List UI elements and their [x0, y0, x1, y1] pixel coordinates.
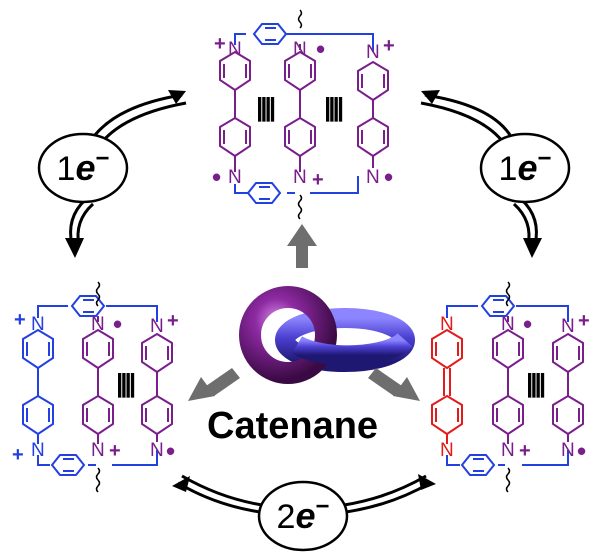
- charge-plus: +: [519, 440, 531, 462]
- stacking-symbol: ||||: [116, 368, 135, 398]
- atom-n: N: [150, 316, 164, 337]
- atom-n: N: [561, 316, 575, 337]
- gray-arrows: [188, 224, 420, 401]
- atom-n: N: [293, 39, 307, 60]
- stacking-symbol: ||||: [526, 368, 545, 398]
- radical-dot: •: [523, 309, 532, 339]
- radical-dot: •: [316, 34, 325, 64]
- charge-plus: +: [312, 169, 324, 191]
- top-catenane-structure: N + N • N + N • N + N • |||| ||||: [212, 9, 395, 220]
- redox-arrows: [65, 90, 542, 514]
- step-top-left: 1e−: [37, 132, 129, 204]
- charge-plus: +: [14, 309, 26, 331]
- stacking-symbol: ||||: [324, 92, 343, 122]
- atom-n: N: [440, 314, 454, 335]
- radical-dot: •: [384, 162, 393, 192]
- charge-plus: +: [578, 310, 590, 332]
- electron-label: 1e−: [499, 145, 552, 188]
- charge-plus: +: [383, 35, 395, 57]
- atom-n: N: [501, 440, 515, 461]
- radical-dot: •: [166, 436, 175, 466]
- charge-plus: +: [12, 444, 24, 466]
- atom-n: N: [228, 39, 242, 60]
- radical-dot: •: [577, 436, 586, 466]
- right-catenane-structure: N N N • N + N + N • ||||: [431, 281, 590, 493]
- electron-label: 2e−: [277, 493, 330, 536]
- radical-dot: •: [113, 309, 122, 339]
- atom-n: N: [561, 440, 575, 461]
- atom-n: N: [31, 314, 45, 335]
- atom-n: N: [91, 440, 105, 461]
- atom-n: N: [293, 167, 307, 188]
- step-top-right: 1e−: [479, 132, 571, 204]
- atom-n: N: [228, 167, 242, 188]
- atom-n: N: [31, 440, 45, 461]
- electron-label: 1e−: [57, 145, 110, 188]
- catenane-rings: [239, 286, 415, 384]
- left-catenane-structure: N + N + N • N + N + N • ||||: [12, 281, 179, 493]
- catenane-label: Catenane: [207, 405, 378, 447]
- charge-plus: +: [214, 33, 226, 55]
- step-bottom: 2e−: [257, 480, 349, 552]
- atom-n: N: [366, 167, 380, 188]
- charge-plus: +: [167, 310, 179, 332]
- charge-plus: +: [109, 440, 121, 462]
- atom-n: N: [501, 314, 515, 335]
- radical-dot: •: [212, 162, 221, 192]
- atom-n: N: [150, 440, 164, 461]
- atom-n: N: [366, 42, 380, 63]
- atom-n: N: [440, 440, 454, 461]
- stacking-symbol: ||||: [256, 92, 275, 122]
- atom-n: N: [91, 314, 105, 335]
